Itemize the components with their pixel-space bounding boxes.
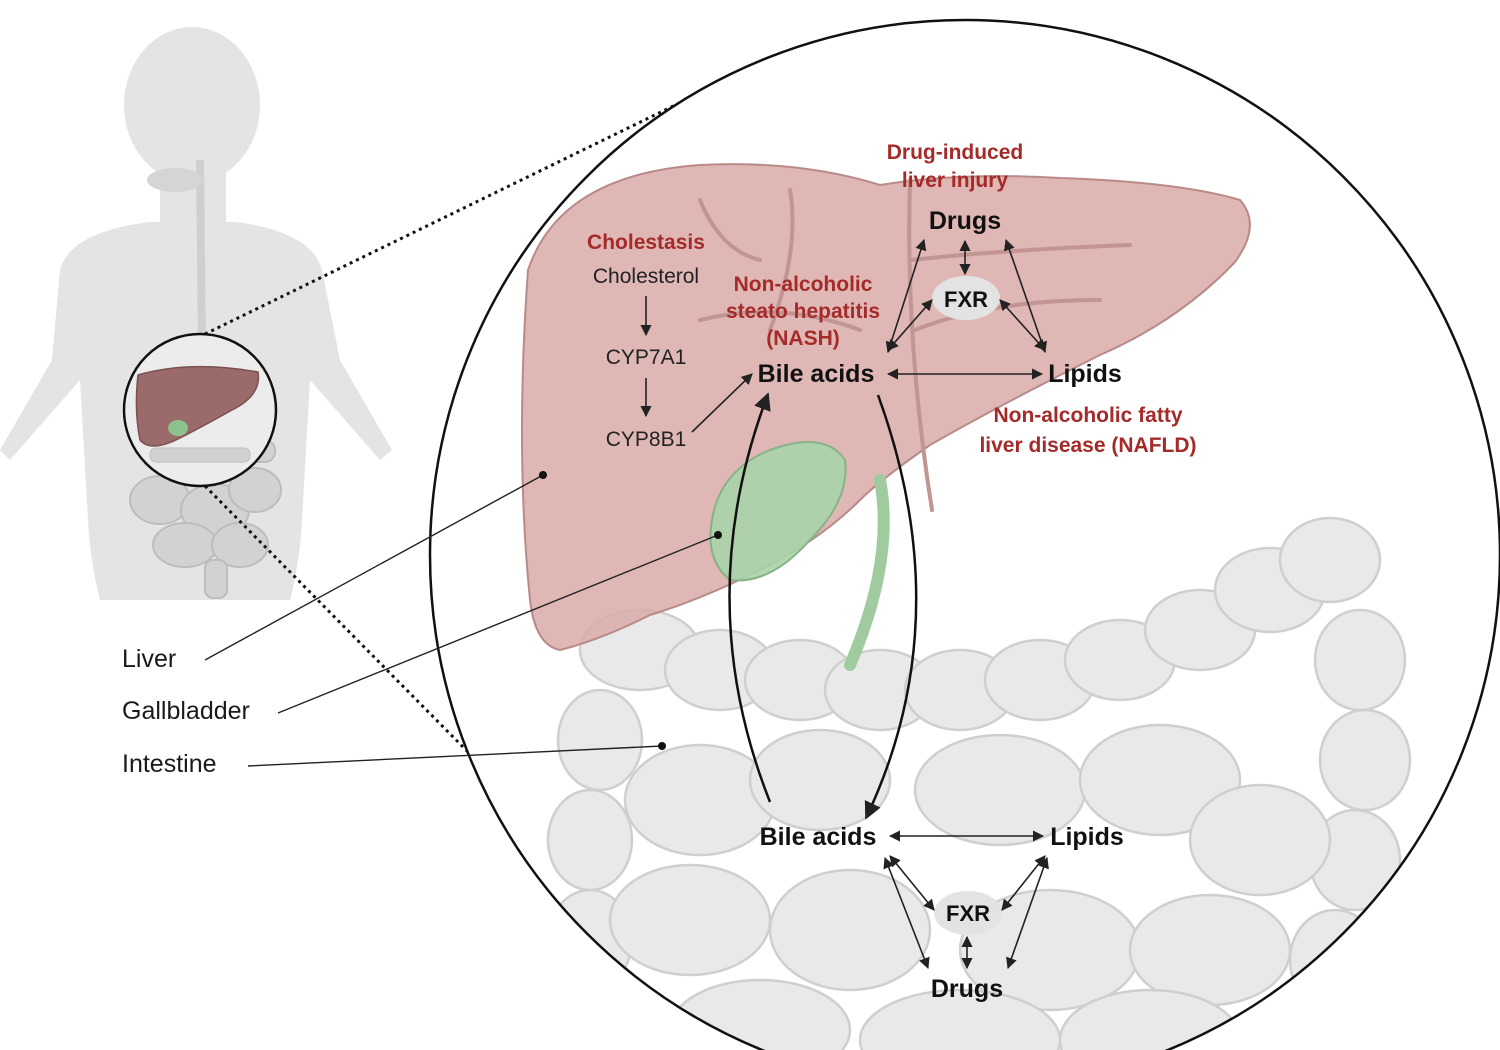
disease-dili-line1: Drug-induced [887, 141, 1024, 164]
label-gallbladder: Gallbladder [122, 697, 250, 725]
disease-nash-line2: steato hepatitis [726, 300, 880, 323]
leader-gallbladder [277, 534, 719, 714]
arrow-int-lipids-drugs [1006, 856, 1049, 970]
arrow-int-bileacids-drugs [883, 856, 930, 970]
human-body-icon [0, 27, 392, 600]
liver-vessels [698, 178, 1132, 512]
disease-nash-line1: Non-alcoholic [734, 273, 873, 296]
arrow-liver-to-intestine [864, 394, 918, 820]
intestine-node-drugs: Drugs [931, 975, 1003, 1003]
inset-liver-icon [122, 332, 278, 488]
bile-duct [844, 474, 890, 671]
liver-node-lipids: Lipids [1048, 360, 1122, 388]
liver-icon [520, 163, 1251, 652]
intestine-fxr-network: Bile acids Lipids FXR Drugs [760, 823, 1124, 1003]
disease-nafld-line2: liver disease (NAFLD) [979, 434, 1196, 457]
liver-fxr-oval [932, 276, 1000, 320]
intestine-node-lipids: Lipids [1050, 823, 1124, 851]
intestine-node-bile-acids: Bile acids [760, 823, 877, 851]
intestine-fxr-oval [934, 891, 1002, 935]
leader-liver-dot [539, 471, 547, 479]
organ-labels: Liver Gallbladder Intestine [122, 471, 722, 778]
zoom-circle-outline [428, 18, 1500, 1050]
leader-intestine [247, 745, 663, 767]
leader-gallbladder-dot [714, 531, 722, 539]
arrow-liver-fxr-lipids [999, 299, 1046, 351]
arrow-liver-fxr-bileacids [887, 299, 933, 351]
leader-intestine-dot [658, 742, 666, 750]
pathway-cholesterol: Cholesterol [593, 265, 699, 288]
pathway-cyp7a1: CYP7A1 [606, 346, 687, 369]
disease-nafld-line1: Non-alcoholic fatty [993, 404, 1182, 427]
arrow-intestine-to-liver [728, 392, 772, 803]
liver-fxr-network: Drugs FXR Bile acids Lipids [758, 207, 1122, 388]
liver-node-bile-acids: Bile acids [758, 360, 875, 388]
leader-liver [204, 474, 544, 661]
dotted-connector-top [204, 91, 701, 336]
disease-nash-line3: (NASH) [766, 327, 840, 350]
disease-labels: Drug-induced liver injury Cholestasis No… [587, 141, 1196, 457]
disease-dili-line2: liver injury [902, 169, 1009, 192]
pathway-cyp8b1: CYP8B1 [606, 428, 687, 451]
arrow-cyp8b1-bile-acids [691, 373, 753, 433]
label-intestine: Intestine [122, 750, 217, 778]
label-liver: Liver [122, 645, 176, 673]
intestine-icon [546, 516, 1412, 1050]
intestine-node-fxr: FXR [946, 901, 990, 926]
bile-acid-synthesis-pathway: Cholesterol CYP7A1 CYP8B1 [593, 265, 753, 451]
liver-node-drugs: Drugs [929, 207, 1001, 235]
liver-node-fxr: FXR [944, 287, 988, 312]
disease-cholestasis: Cholestasis [587, 231, 705, 254]
